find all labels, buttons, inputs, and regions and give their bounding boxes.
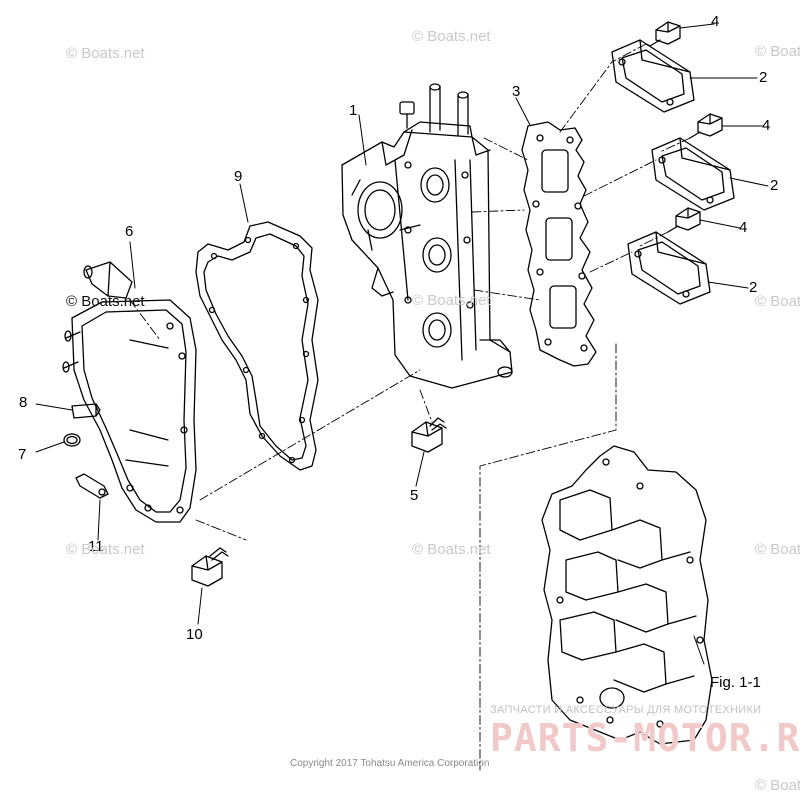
part-4-bolt-bottom xyxy=(667,207,701,233)
watermark: © Boats.net xyxy=(755,777,800,794)
watermark: © Boats.net xyxy=(412,28,491,45)
figure-label: Fig. 1-1 xyxy=(710,674,761,691)
callout-2-top: 2 xyxy=(759,69,768,86)
part-7-o-ring xyxy=(63,433,81,447)
fig-1-1-cylinder-block xyxy=(541,445,713,745)
watermark: © Boats.net xyxy=(66,293,145,310)
watermark: © Boats.net xyxy=(66,45,145,62)
part-5-bolt xyxy=(411,417,447,453)
part-2-cover-top xyxy=(611,39,695,113)
watermark: © Boats.net xyxy=(66,541,145,558)
part-8-plug xyxy=(71,403,101,419)
callout-6: 6 xyxy=(125,223,134,240)
copyright-notice: Copyright 2017 Tohatsu America Corporati… xyxy=(290,758,490,769)
callout-11: 11 xyxy=(88,538,104,555)
part-2-cover-middle xyxy=(651,137,735,211)
part-4-bolt-middle xyxy=(689,113,723,139)
callout-2-bottom: 2 xyxy=(749,279,758,296)
watermark: © Boats.net xyxy=(755,293,800,310)
callout-7: 7 xyxy=(18,446,27,463)
callout-8: 8 xyxy=(19,394,28,411)
callout-4-bottom: 4 xyxy=(739,219,748,236)
callout-2-middle: 2 xyxy=(770,177,779,194)
part-4-bolt-top xyxy=(645,21,681,47)
part-9-gasket xyxy=(195,221,319,471)
callout-9: 9 xyxy=(234,168,243,185)
watermark: © Boats.net xyxy=(755,541,800,558)
callout-10: 10 xyxy=(186,626,203,643)
callout-4-top: 4 xyxy=(711,13,720,30)
callout-5: 5 xyxy=(410,487,419,504)
part-10-bolt xyxy=(191,547,229,587)
part-3-gasket xyxy=(521,121,597,367)
leader-lines xyxy=(35,23,769,665)
callout-1: 1 xyxy=(349,102,358,119)
callout-3: 3 xyxy=(512,83,521,100)
brand-name: PARTS-MOTOR.RU xyxy=(490,716,800,760)
part-6-head-cover xyxy=(62,261,197,523)
watermark: © Boats.net xyxy=(755,43,800,60)
brand-tagline: ЗАПЧАСТИ И АКСЕССУАРЫ ДЛЯ МОТОТЕХНИКИ xyxy=(490,704,762,716)
part-2-cover-bottom xyxy=(627,231,711,305)
part-1-cylinder-head xyxy=(341,83,513,389)
watermark: © Boats.net xyxy=(412,541,491,558)
part-11-tab xyxy=(75,473,109,499)
watermark: © Boats.net xyxy=(412,292,491,309)
alignment-lines xyxy=(129,43,691,771)
callout-4-middle: 4 xyxy=(762,117,771,134)
